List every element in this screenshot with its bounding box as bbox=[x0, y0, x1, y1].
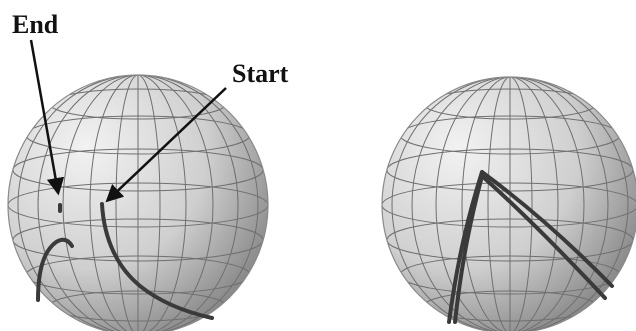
end-label: End bbox=[12, 10, 59, 39]
right-sphere bbox=[382, 77, 636, 331]
left-sphere bbox=[8, 75, 268, 331]
start-label: Start bbox=[232, 59, 289, 88]
